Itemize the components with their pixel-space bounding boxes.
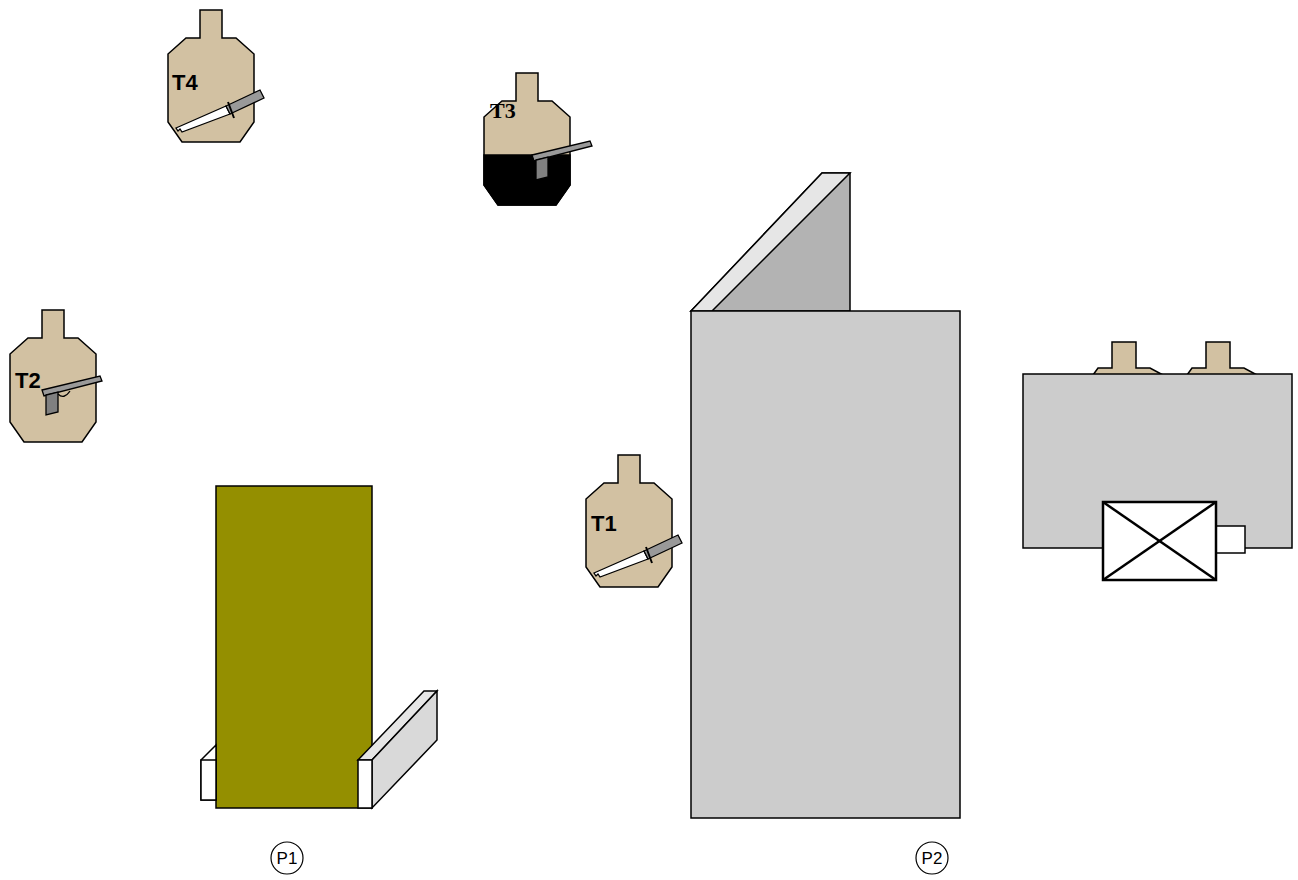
wall — [691, 311, 960, 818]
target-shape — [484, 73, 570, 205]
wing-wall-edge — [691, 173, 850, 311]
trigger-guard — [548, 156, 560, 161]
hidden-target — [1187, 342, 1257, 375]
port-cross — [1103, 502, 1216, 580]
target: T2 — [10, 310, 96, 442]
gun-grip — [46, 392, 58, 415]
shooting-position: P1 — [270, 841, 304, 875]
trigger-guard — [58, 391, 70, 396]
gun-slide — [42, 376, 102, 396]
olive-panel — [216, 486, 372, 808]
gun-grip — [536, 157, 548, 180]
port — [1103, 502, 1216, 580]
hidden-target — [1093, 342, 1163, 375]
target-label: T4 — [172, 72, 198, 94]
target-label: T1 — [591, 513, 617, 535]
position-ring — [271, 842, 303, 874]
knife-guard — [646, 547, 652, 563]
target-outline — [484, 73, 570, 205]
target: T4 — [168, 10, 254, 142]
no-shoot-zone — [484, 155, 570, 205]
wing-wall — [691, 173, 850, 311]
target-outline — [10, 310, 96, 442]
target-outline — [586, 455, 672, 587]
knife-blade — [176, 106, 230, 132]
block-side — [372, 691, 437, 808]
block — [201, 760, 216, 800]
block — [201, 745, 216, 800]
target: T3 — [484, 73, 570, 205]
shooting-position: P2 — [915, 841, 949, 875]
port-cross — [1103, 502, 1216, 580]
target-label: T2 — [15, 370, 41, 392]
knife-guard — [228, 102, 234, 118]
target: T1 — [586, 455, 672, 587]
gun-slide — [532, 141, 592, 161]
port-tab — [1216, 526, 1245, 553]
position-ring — [916, 842, 948, 874]
position-label: P2 — [922, 850, 943, 867]
target-outline — [168, 10, 254, 142]
target-label: T3 — [490, 100, 516, 122]
knife-blade — [594, 551, 648, 577]
position-label: P1 — [277, 850, 298, 867]
block-front — [358, 760, 372, 808]
